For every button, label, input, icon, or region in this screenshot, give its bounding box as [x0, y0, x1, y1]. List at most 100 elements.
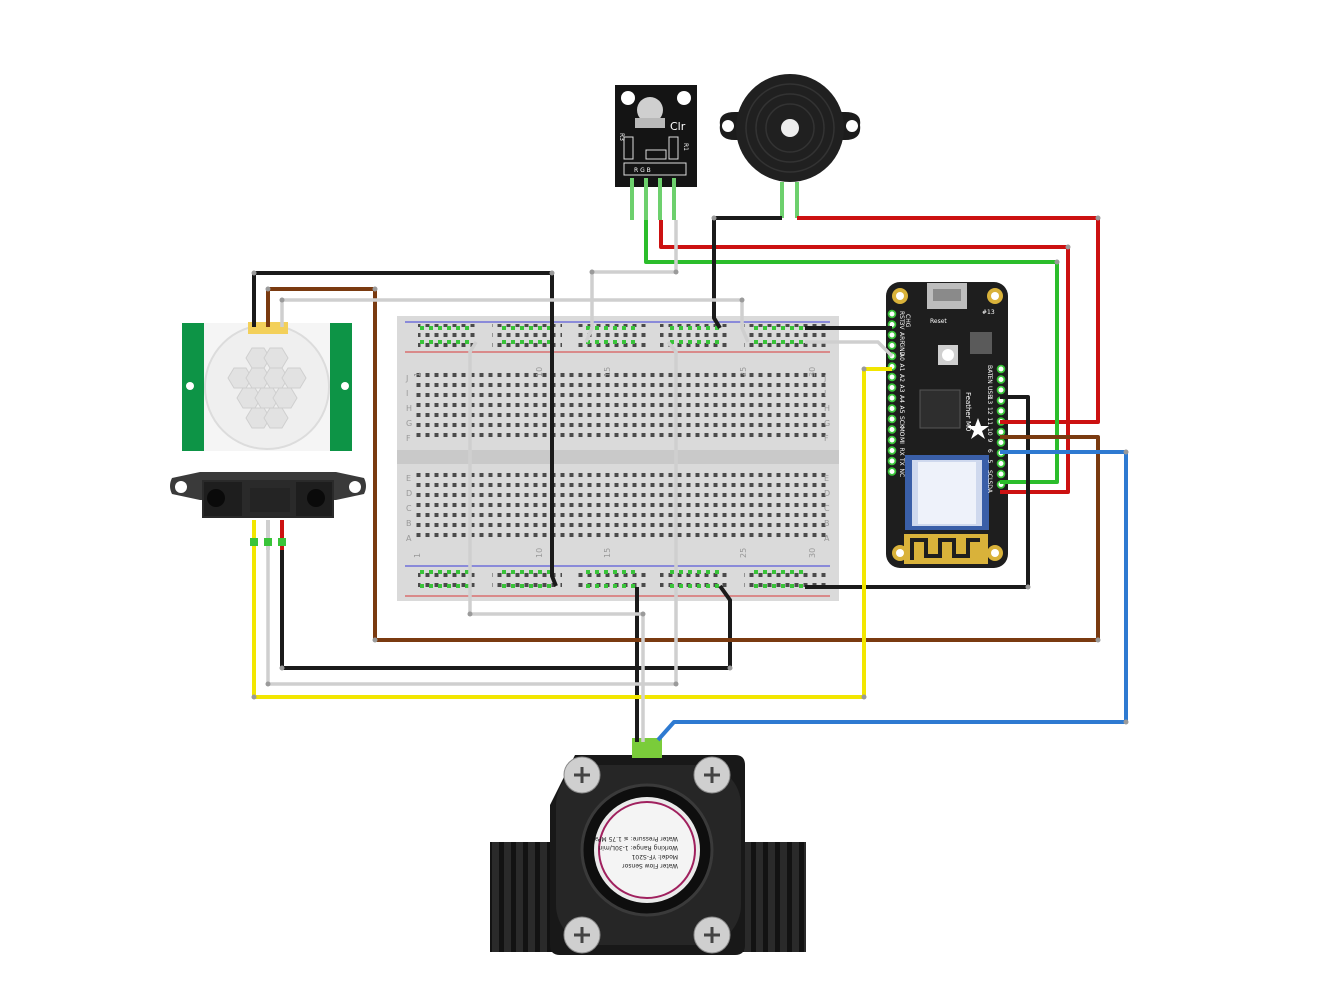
feather-pin-sck[interactable] — [887, 414, 897, 424]
screw-icon — [693, 916, 731, 954]
ir-receiver — [307, 489, 325, 507]
feather-pin-usb[interactable] — [996, 385, 1006, 395]
row-letter: C — [406, 504, 412, 513]
col-number: 30 — [808, 548, 817, 558]
flow-label-line: Model: YF-S201 — [631, 853, 678, 860]
feather-pin-rx[interactable] — [887, 446, 897, 455]
feather-pin-label: A5 — [898, 406, 905, 414]
feather-pin-label: NC — [898, 469, 905, 478]
row-letter: D — [406, 489, 412, 498]
feather-pin-tx[interactable] — [887, 456, 897, 466]
row-letter: J — [823, 374, 826, 383]
wire-black-buzzer[interactable] — [712, 216, 782, 330]
feather-pin-mo[interactable] — [887, 425, 897, 434]
feather-pin-label: 3V — [898, 322, 905, 331]
breadboard: 1 10 15 25 30 1 10 15 25 30 J I H G F E … — [397, 316, 839, 601]
feather-pin-mi[interactable] — [887, 435, 897, 445]
rgb-pin-g[interactable] — [658, 178, 662, 220]
rgb-led-module[interactable]: Clr R3 R1 R G B — [615, 85, 697, 220]
col-number: 10 — [535, 367, 544, 377]
feather-pin-label: EN — [986, 376, 993, 384]
pir-sensor[interactable] — [182, 322, 352, 451]
feather-pin-label: 9 — [986, 439, 993, 443]
wire-white-3v[interactable] — [805, 340, 894, 358]
feather-pin-a5[interactable] — [887, 404, 897, 413]
row-letter: I — [406, 389, 408, 398]
rgb-pin-labels: R G B — [634, 167, 651, 174]
chg-label: CHG — [904, 314, 911, 328]
feather-pin-label: 5 — [986, 460, 993, 464]
wire-red-buzzer[interactable] — [797, 216, 1100, 424]
row-letter: I — [824, 389, 826, 398]
feather-pin-label: BAT — [986, 365, 993, 377]
row-letter: B — [824, 519, 830, 528]
feather-pin-gnd[interactable] — [887, 341, 897, 350]
feather-pin-label: 11 — [986, 418, 993, 426]
feather-pin-en[interactable] — [996, 375, 1006, 384]
feather-pin-label: SDA — [986, 481, 993, 494]
row-letter: E — [824, 474, 829, 483]
rgb-pin-r[interactable] — [644, 178, 648, 220]
feather-pin-12[interactable] — [996, 406, 1006, 416]
feather-m0-board[interactable]: Reset CHG #13 Feather M0 RST3VARFGNDA0A1… — [886, 282, 1008, 568]
feather-pin-rst[interactable] — [887, 309, 897, 319]
feather-pin-label: TX — [898, 457, 905, 466]
feather-pin-label: A3 — [898, 385, 905, 393]
pir-dome — [204, 324, 330, 450]
screw-icon — [563, 756, 601, 794]
feather-pin-nc[interactable] — [887, 467, 897, 476]
feather-pin-scl[interactable] — [996, 469, 1006, 479]
feather-pin-5[interactable] — [996, 459, 1006, 468]
terminal-strip-top — [414, 372, 826, 440]
pin-label-box — [623, 162, 687, 176]
feather-pin-a2[interactable] — [887, 372, 897, 382]
clr-label: Clr — [670, 120, 686, 133]
feather-pin-label: RX — [898, 448, 905, 456]
feather-pin-a3[interactable] — [887, 383, 897, 392]
flow-label-line: Water Pressure: ≤ 1.75 MPa — [594, 835, 678, 842]
feather-left-pins — [887, 309, 897, 476]
buzzer-pin-pos[interactable] — [795, 182, 799, 218]
ir-sensor-pins — [250, 520, 286, 550]
feather-pin-label: RST — [898, 311, 905, 323]
feather-pin-label: SCL — [986, 470, 993, 482]
terminal-strip-bottom — [414, 472, 826, 540]
feather-pin-label: 12 — [986, 407, 993, 415]
battery-connector[interactable] — [970, 332, 992, 354]
col-number: 30 — [808, 367, 817, 377]
ir-distance-sensor[interactable] — [170, 472, 366, 518]
resistor-r1 — [668, 136, 679, 160]
flow-sensor-connector[interactable] — [632, 738, 662, 758]
wire-black-gnd-bottom[interactable] — [805, 395, 1030, 589]
resistor-r3 — [623, 136, 634, 160]
col-number: 1 — [413, 553, 422, 558]
water-flow-sensor[interactable]: Water Flow Sensor Model: YF-S201 Working… — [490, 738, 806, 955]
feather-pin-10[interactable] — [996, 427, 1006, 437]
rgb-pin-gnd[interactable] — [630, 178, 634, 220]
col-number: 25 — [739, 548, 748, 558]
piezo-buzzer[interactable] — [719, 74, 861, 218]
feather-pin-label: SCK — [898, 416, 905, 429]
feather-pin-bat[interactable] — [996, 364, 1006, 374]
feather-pin-a4[interactable] — [887, 393, 897, 403]
row-letter: E — [406, 474, 411, 483]
buzzer-pin-neg[interactable] — [780, 182, 784, 218]
feather-pin-label: GND — [898, 343, 905, 357]
feather-pin-arf[interactable] — [887, 330, 897, 340]
col-number: 25 — [739, 367, 748, 377]
feather-pin-label: MO — [898, 427, 905, 437]
feather-pin-9[interactable] — [996, 438, 1006, 447]
adafruit-logo-icon — [967, 418, 989, 439]
reset-label: Reset — [930, 318, 947, 325]
col-number: 1 — [413, 372, 422, 377]
rgb-pin-b[interactable] — [672, 178, 676, 220]
feather-pin-label: A0 — [898, 353, 905, 361]
row-letter: D — [824, 489, 830, 498]
row-letter: C — [824, 504, 830, 513]
feather-pin-label: 10 — [986, 428, 993, 436]
ir-emitter — [207, 489, 225, 507]
mount-hole — [621, 91, 635, 105]
row-letter: B — [406, 519, 412, 528]
